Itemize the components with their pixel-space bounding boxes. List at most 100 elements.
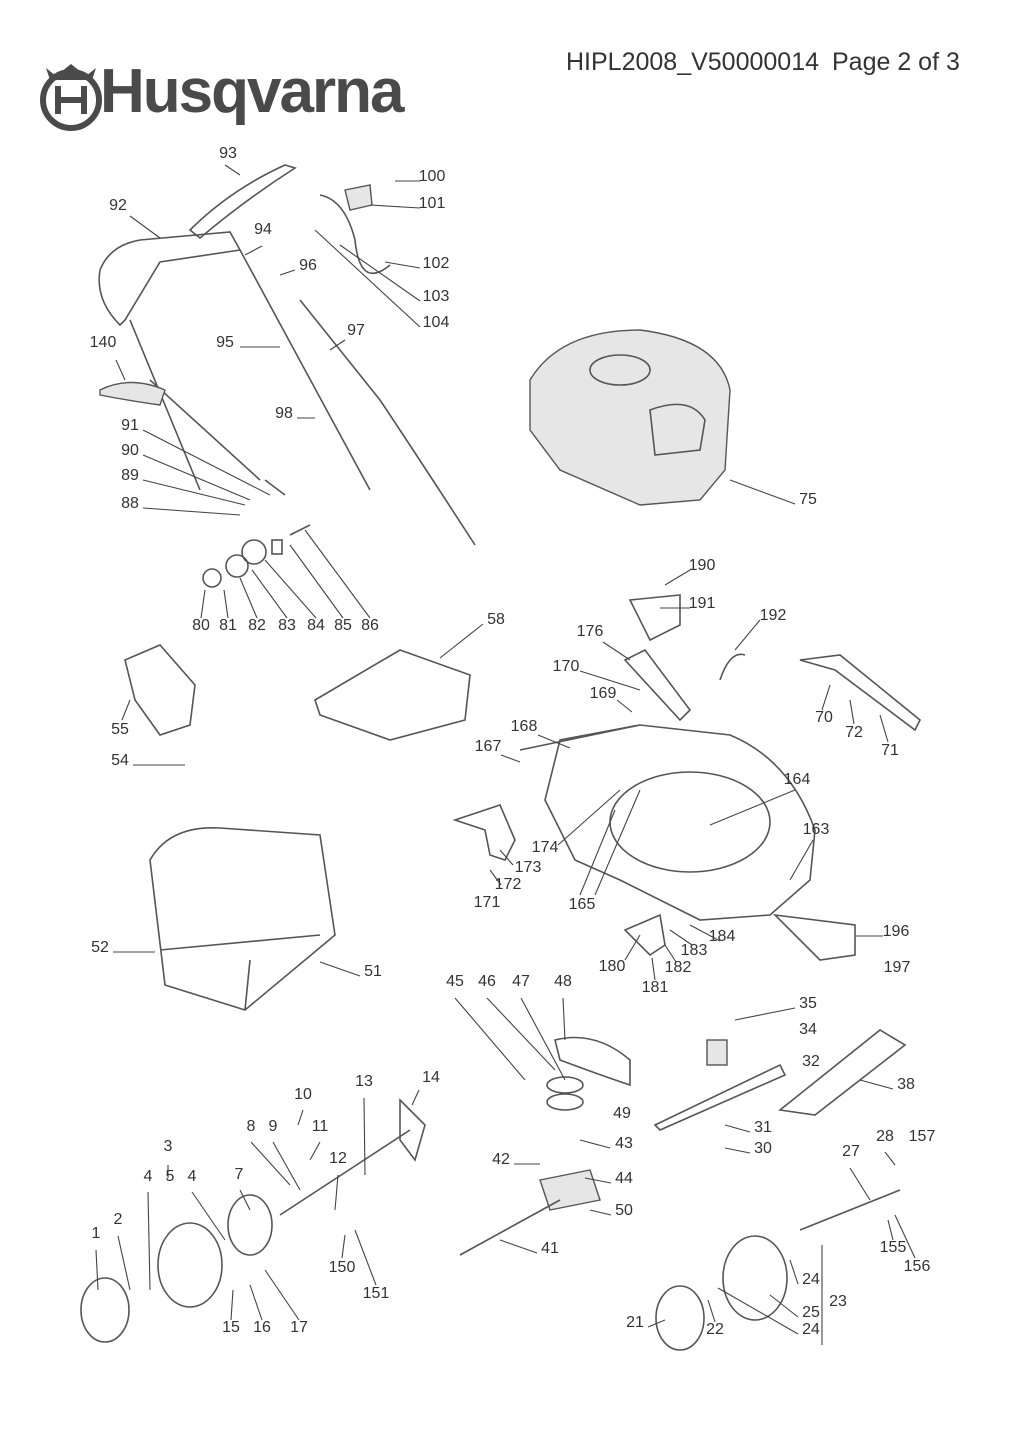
part-number-label: 184 <box>709 928 736 945</box>
part-number-label: 176 <box>577 623 604 640</box>
part-number-label: 25 <box>802 1304 820 1321</box>
part-number-label: 50 <box>615 1202 633 1219</box>
part-number-label: 164 <box>784 771 811 788</box>
part-number-label: 7 <box>235 1166 244 1183</box>
part-number-label: 47 <box>512 973 530 990</box>
part-number-label: 21 <box>626 1314 644 1331</box>
part-number-label: 3 <box>164 1138 173 1155</box>
part-number-label: 2 <box>114 1211 123 1228</box>
rear-flap-drawing <box>124 644 471 741</box>
part-number-label: 82 <box>248 617 266 634</box>
part-number-label: 80 <box>192 617 210 634</box>
part-number-label: 190 <box>689 557 716 574</box>
part-number-label: 52 <box>91 939 109 956</box>
part-number-label: 58 <box>487 611 505 628</box>
leader-lines <box>95 164 916 1345</box>
part-number-label: 14 <box>422 1069 440 1086</box>
part-number-label: 91 <box>121 417 139 434</box>
part-number-label: 22 <box>706 1321 724 1338</box>
part-number-label: 32 <box>802 1053 820 1070</box>
part-number-label: 97 <box>347 322 365 339</box>
part-number-label: 16 <box>253 1319 271 1336</box>
part-number-label: 102 <box>423 255 450 272</box>
part-number-label: 101 <box>419 195 446 212</box>
part-number-label: 192 <box>760 607 787 624</box>
part-number-label: 38 <box>897 1076 915 1093</box>
part-number-label: 103 <box>423 288 450 305</box>
part-number-label: 83 <box>278 617 296 634</box>
part-number-label: 151 <box>363 1285 390 1302</box>
part-number-label: 28 <box>876 1128 894 1145</box>
part-number-label: 30 <box>754 1140 772 1157</box>
part-number-label: 155 <box>880 1239 907 1256</box>
brand-wordmark: Husqvarna <box>100 57 404 126</box>
page-indicator: Page 2 of 3 <box>832 48 960 76</box>
part-number-label: 41 <box>541 1240 559 1257</box>
part-number-label: 55 <box>111 721 129 738</box>
wheels-drawing <box>80 1098 901 1351</box>
part-number-label: 93 <box>219 145 237 162</box>
part-number-label: 181 <box>642 979 669 996</box>
part-number-label: 8 <box>247 1118 256 1135</box>
part-number-label: 81 <box>219 617 237 634</box>
part-number-label: 45 <box>446 973 464 990</box>
husqvarna-crown-logo-icon <box>40 64 102 131</box>
part-number-label: 196 <box>883 923 910 940</box>
mower-deck-drawing <box>452 594 922 961</box>
part-number-label: 172 <box>495 876 522 893</box>
part-number-label: 104 <box>423 314 450 331</box>
part-number-label: 75 <box>799 491 817 508</box>
part-number-label: 54 <box>111 752 129 769</box>
part-number-label: 174 <box>532 839 559 856</box>
part-number-label: 167 <box>475 738 502 755</box>
part-number-label: 197 <box>884 959 911 976</box>
part-number-label: 191 <box>689 595 716 612</box>
part-number-label: 86 <box>361 617 379 634</box>
part-number-label: 10 <box>294 1086 312 1103</box>
part-number-label: 182 <box>665 959 692 976</box>
document-code: HIPL2008_V50000014 <box>566 48 820 76</box>
part-number-label: 24 <box>802 1271 820 1288</box>
part-number-label: 84 <box>307 617 325 634</box>
part-number-label: 17 <box>290 1319 308 1336</box>
part-number-label: 183 <box>681 942 708 959</box>
part-number-label: 48 <box>554 973 572 990</box>
part-number-label: 156 <box>904 1258 931 1275</box>
part-number-label: 31 <box>754 1119 772 1136</box>
part-number-label: 15 <box>222 1319 240 1336</box>
part-number-label: 180 <box>599 958 626 975</box>
part-number-label: 170 <box>553 658 580 675</box>
part-number-label: 4 <box>144 1168 153 1185</box>
part-number-label: 71 <box>881 742 899 759</box>
part-number-label: 92 <box>109 197 127 214</box>
part-number-label: 23 <box>829 1293 847 1310</box>
part-number-label: 70 <box>815 709 833 726</box>
part-number-label: 89 <box>121 467 139 484</box>
part-number-label: 96 <box>299 257 317 274</box>
part-number-label: 173 <box>515 859 542 876</box>
part-number-label: 88 <box>121 495 139 512</box>
part-number-label: 5 <box>166 1168 175 1185</box>
part-number-label: 157 <box>909 1128 936 1145</box>
part-number-label: 42 <box>492 1151 510 1168</box>
engine-drawing <box>529 329 731 506</box>
grass-catcher-drawing <box>149 826 336 1011</box>
part-number-label: 49 <box>613 1105 631 1122</box>
part-number-label: 94 <box>254 221 272 238</box>
part-number-label: 51 <box>364 963 382 980</box>
part-number-label: 1 <box>92 1225 101 1242</box>
part-number-label: 13 <box>355 1073 373 1090</box>
part-number-label: 171 <box>474 894 501 911</box>
part-number-label: 169 <box>590 685 617 702</box>
drive-train-drawing <box>459 1029 907 1256</box>
part-number-label: 168 <box>511 718 538 735</box>
part-number-label: 140 <box>90 334 117 351</box>
part-number-label: 24 <box>802 1321 820 1338</box>
part-number-label: 98 <box>275 405 293 422</box>
part-number-label: 44 <box>615 1170 633 1187</box>
part-number-label: 11 <box>312 1118 329 1135</box>
part-number-label: 35 <box>799 995 817 1012</box>
part-number-label: 150 <box>329 1259 356 1276</box>
part-number-label: 85 <box>334 617 352 634</box>
